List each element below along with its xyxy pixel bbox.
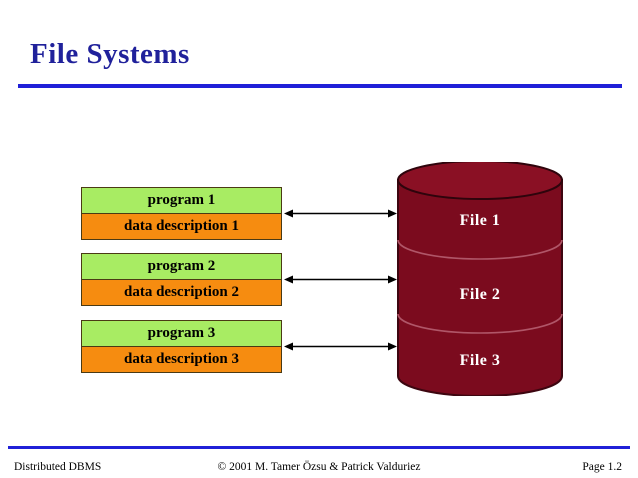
program-box-1[interactable]: program 1 (81, 187, 282, 214)
database-cylinder: File 1 File 2 File 3 (396, 162, 564, 396)
footer-divider (8, 446, 630, 449)
program-group-1: program 1 data description 1 (81, 187, 282, 240)
data-description-box-2[interactable]: data description 2 (81, 280, 282, 306)
program-group-2: program 2 data description 2 (81, 253, 282, 306)
data-description-box-1[interactable]: data description 1 (81, 214, 282, 240)
arrow-program-3-to-file-3 (284, 341, 397, 352)
title-divider (18, 84, 622, 88)
footer-page-number: Page 1.2 (582, 461, 622, 473)
arrow-program-2-to-file-2 (284, 274, 397, 285)
page-title: File Systems (30, 38, 190, 70)
program-box-3[interactable]: program 3 (81, 320, 282, 347)
arrow-program-1-to-file-1 (284, 208, 397, 219)
program-group-3: program 3 data description 3 (81, 320, 282, 373)
footer-copyright-text: © 2001 M. Tamer Özsu & Patrick Valduriez (217, 461, 421, 473)
program-box-2[interactable]: program 2 (81, 253, 282, 280)
data-description-box-3[interactable]: data description 3 (81, 347, 282, 373)
footer-left-text: Distributed DBMS (14, 461, 102, 473)
